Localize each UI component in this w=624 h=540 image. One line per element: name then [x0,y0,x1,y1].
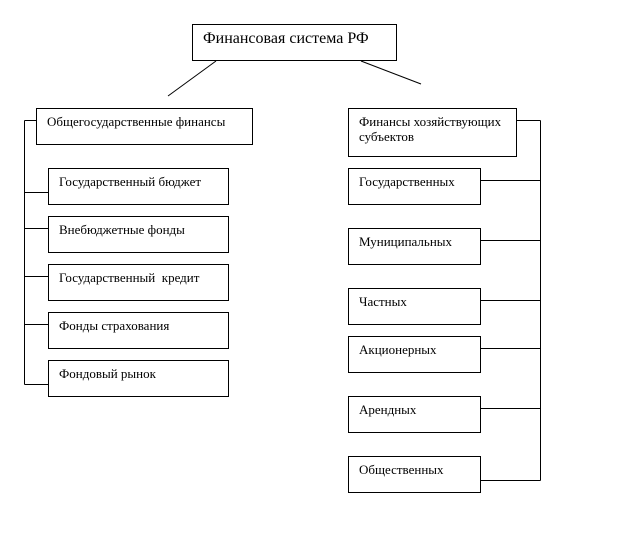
right-branch-item-label: Государственных [359,174,455,189]
left-branch-item-label: Фондовый рынок [59,366,156,381]
left-branch-item-label: Государственный кредит [59,270,200,285]
right-branch-item: Государственных [348,168,481,205]
left-branch-item: Внебюджетные фонды [48,216,229,253]
right-branch-item-label: Муниципальных [359,234,453,249]
right-branch-item-label: Арендных [359,402,417,417]
right-branch-item: Общественных [348,456,481,493]
left-branch-item-label: Фонды страхования [59,318,170,333]
right-branch-item: Муниципальных [348,228,481,265]
left-branch-item: Государственный кредит [48,264,229,301]
root-node: Финансовая система РФ [192,24,397,61]
right-branch-header-label-line1: Финансы хозяйствующих [359,114,502,129]
root-node-label: Финансовая система РФ [203,30,369,47]
right-branch-item-label: Частных [359,294,407,309]
right-branch-header-label-line2: субъектов [359,129,415,144]
right-branch-item-label: Общественных [359,462,444,477]
right-branch-item: Частных [348,288,481,325]
left-branch-item: Фонды страхования [48,312,229,349]
left-branch-header-label: Общегосударственные финансы [47,114,226,129]
left-branch-item: Фондовый рынок [48,360,229,397]
left-branch-item-label: Государственный бюджет [59,174,202,189]
root-to-right-connector [360,60,422,85]
right-branch-item-label: Акционерных [359,342,437,357]
left-branch-item: Государственный бюджет [48,168,229,205]
left-branch-header: Общегосударственные финансы [36,108,253,145]
right-branch-header: Финансы хозяйствующих субъектов [348,108,517,157]
left-branch-item-label: Внебюджетные фонды [59,222,185,237]
right-branch-item: Акционерных [348,336,481,373]
right-branch-item: Арендных [348,396,481,433]
root-to-left-connector [167,60,217,97]
